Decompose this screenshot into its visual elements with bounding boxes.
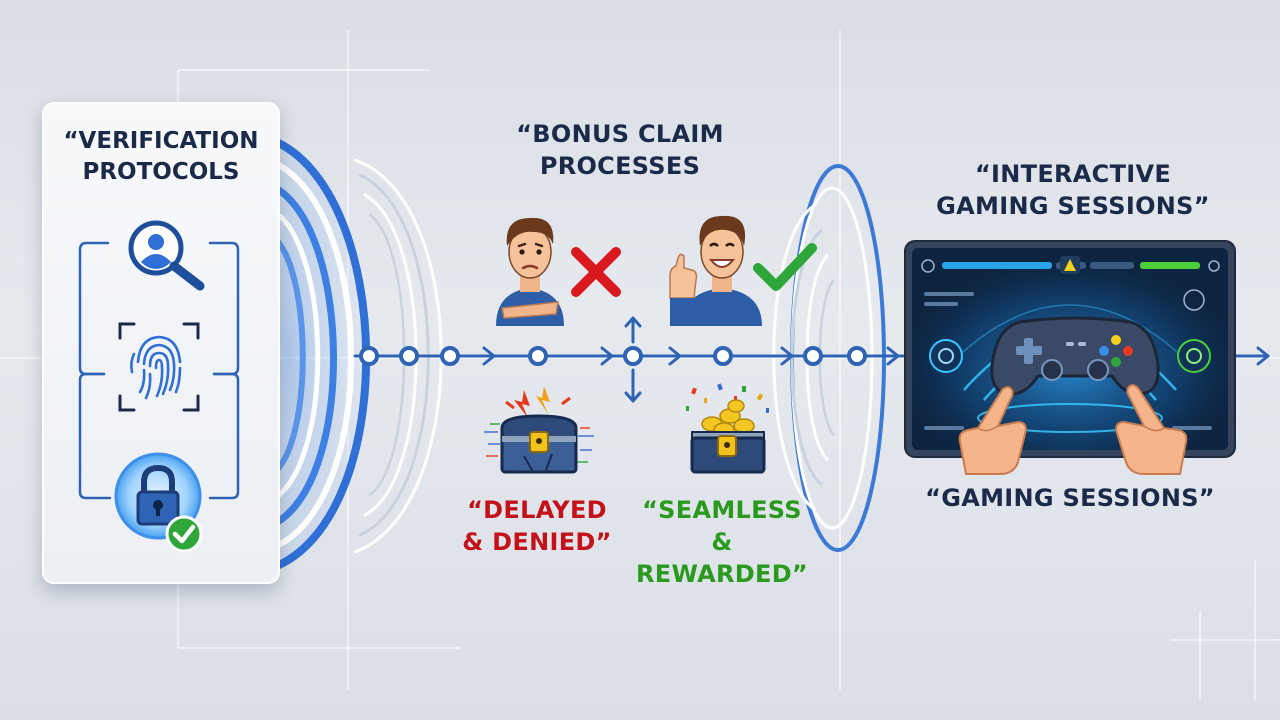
fingerprint-icon <box>118 322 200 412</box>
cross-icon <box>571 247 621 297</box>
rewarded-caption: “SEAMLESS & REWARDED” <box>635 496 809 588</box>
check-icon <box>753 243 817 291</box>
gamepad-icon <box>990 316 1160 396</box>
broken-treasure-chest-icon <box>484 386 594 474</box>
denied-caption: “DELAYED & DENIED” <box>462 496 612 556</box>
bonus-title: “BONUS CLAIM PROCESSES <box>516 120 724 180</box>
verification-title: “VERIFICATION PROTOCOLS <box>63 128 259 185</box>
treasure-chest-icon <box>686 383 769 474</box>
interactive-title: “INTERACTIVE GAMING SESSIONS” <box>936 160 1210 220</box>
frustrated-user-figure <box>496 217 564 326</box>
happy-user-figure <box>669 215 762 326</box>
gaming-sessions-caption: “GAMING SESSIONS” <box>925 484 1215 512</box>
check-badge-icon <box>165 515 203 553</box>
hand-icon-right <box>1114 384 1188 475</box>
user-search-icon <box>128 220 205 291</box>
hand-icon <box>958 386 1028 475</box>
